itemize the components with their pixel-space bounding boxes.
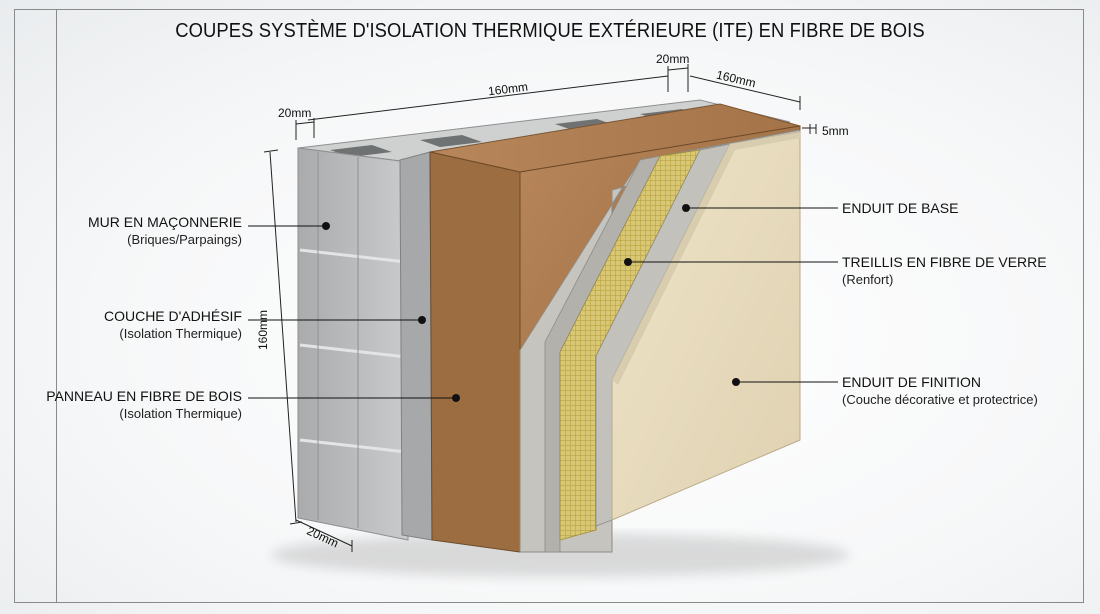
label-woodfiber-title: PANNEAU EN FIBRE DE BOIS (46, 388, 242, 404)
frame-border (14, 9, 1084, 603)
finish-render-coat (611, 131, 801, 521)
label-fiberglass-mesh: TREILLIS EN FIBRE DE VERRE (Renfort) (842, 254, 1047, 288)
label-base-coat: ENDUIT DE BASE (842, 200, 958, 217)
label-finish-coat: ENDUIT DE FINITION (Couche décorative et… (842, 374, 1038, 408)
leader-dot (682, 204, 690, 212)
label-woodfiber-sub: (Isolation Thermique) (119, 406, 242, 421)
label-masonry-sub: (Briques/Parpaings) (127, 232, 242, 247)
leader-dot (418, 316, 426, 324)
label-adhesive-layer: COUCHE D'ADHÉSIF (Isolation Thermique) (104, 308, 242, 342)
label-mesh-sub: (Renfort) (842, 272, 894, 287)
adhesive-layer (399, 151, 433, 541)
frame-left-rule (56, 9, 57, 603)
label-adhesive-sub: (Isolation Thermique) (119, 326, 242, 341)
dim-height: 160mm (256, 309, 270, 350)
label-masonry-wall: MUR EN MAÇONNERIE (Briques/Parpaings) (88, 214, 242, 248)
leader-dot (322, 222, 330, 230)
masonry-front-face (297, 147, 409, 541)
woodfiber-side-face (429, 151, 521, 553)
label-adhesive-title: COUCHE D'ADHÉSIF (103, 308, 242, 324)
leader-dot (452, 394, 460, 402)
label-base-coat-title: ENDUIT DE BASE (842, 200, 959, 216)
leader-dot (732, 378, 740, 386)
block-cell (555, 119, 617, 131)
label-finish-title: ENDUIT DE FINITION (842, 374, 981, 390)
block-cell (420, 135, 482, 147)
dimension-lines (263, 64, 817, 552)
leader-lines (248, 207, 838, 399)
dim-top-insulation-depth: 20mm (656, 52, 690, 66)
diagram-title: COUPES SYSTÈME D'ISOLATION THERMIQUE EXT… (175, 20, 925, 42)
label-mesh-title: TREILLIS EN FIBRE DE VERRE (842, 254, 1047, 270)
dim-finish-thickness: 5mm (822, 124, 849, 138)
leader-dot (624, 258, 632, 266)
dim-top-block-depth: 20mm (278, 106, 312, 120)
label-woodfiber-panel: PANNEAU EN FIBRE DE BOIS (Isolation Ther… (46, 388, 242, 422)
leader-dots (322, 204, 740, 402)
label-finish-sub: (Couche décorative et protectrice) (842, 392, 1038, 407)
floor-shadow (270, 533, 850, 577)
label-masonry-title: MUR EN MAÇONNERIE (87, 214, 242, 230)
